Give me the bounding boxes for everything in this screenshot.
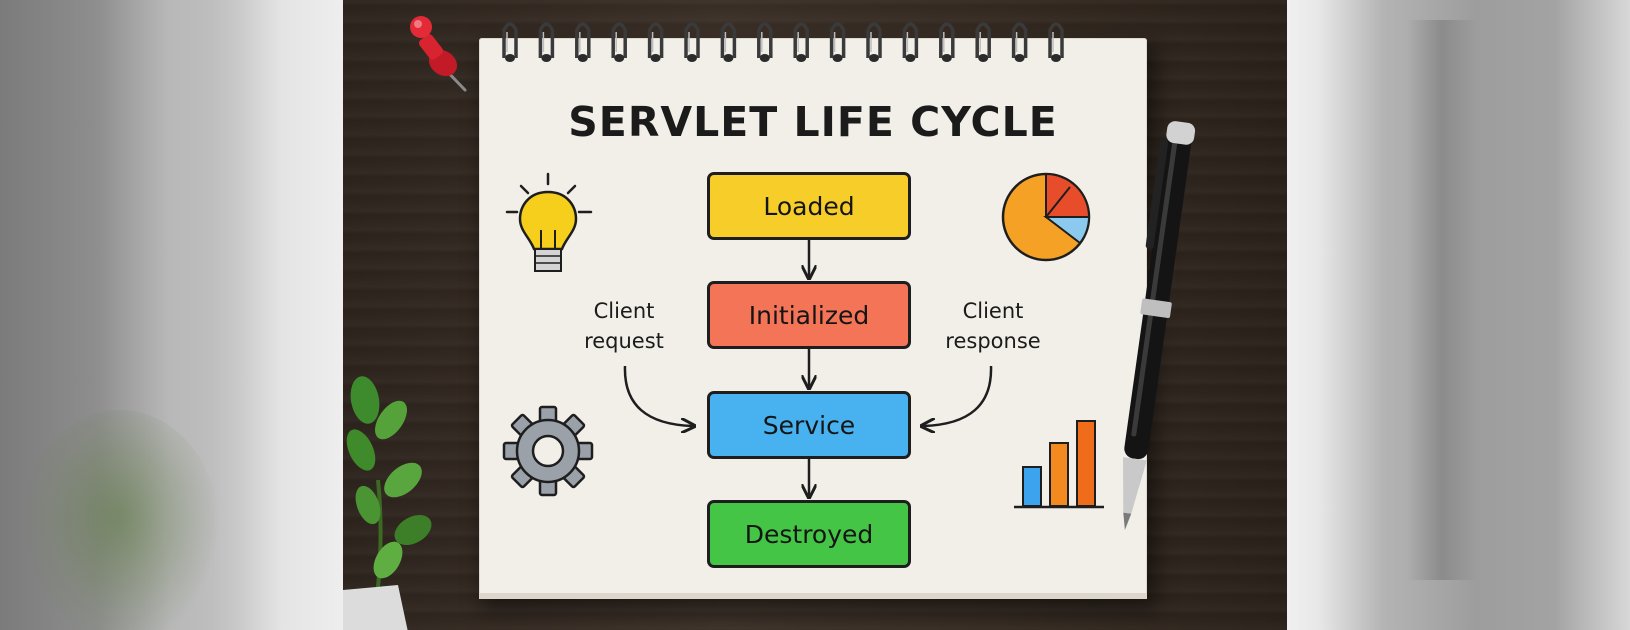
spiral-hole: [759, 54, 770, 62]
spiral-hole: [650, 54, 661, 62]
spiral-binding: [502, 22, 1064, 62]
arrow-client-request: [623, 365, 693, 426]
client-request-label: Client request: [559, 296, 689, 356]
spiral-hole: [1014, 54, 1025, 62]
spiral-hole: [832, 54, 843, 62]
blurred-pen: [1407, 20, 1477, 580]
client-response-label: Client response: [928, 296, 1058, 356]
spiral-ring: [684, 22, 700, 58]
blurred-plant: [20, 410, 220, 630]
stage-initialized: Initialized: [707, 281, 911, 349]
spiral-ring: [939, 22, 955, 58]
spiral-ring: [793, 22, 809, 58]
spiral-ring: [647, 22, 664, 58]
pen-icon: [1123, 121, 1196, 531]
spiral-hole: [614, 54, 625, 62]
spiral-ring: [1048, 22, 1064, 58]
spiral-hole: [978, 54, 989, 62]
push-pin-icon: [410, 16, 467, 92]
spiral-hole: [1051, 54, 1061, 62]
spiral-ring: [575, 22, 591, 58]
spiral-ring: [538, 22, 555, 58]
spiral-hole: [905, 54, 916, 62]
plant-icon: [343, 376, 432, 630]
spiral-ring: [902, 22, 919, 58]
client-request-line1: Client: [593, 299, 655, 323]
spiral-ring: [829, 22, 846, 58]
spiral-ring: [611, 22, 627, 58]
spiral-ring: [1011, 22, 1028, 58]
arrow-client-response: [923, 365, 993, 426]
spiral-hole: [577, 54, 588, 62]
spiral-ring: [502, 22, 518, 58]
spiral-hole: [541, 54, 552, 62]
spiral-ring: [720, 22, 737, 58]
gear-icon: [502, 405, 594, 497]
stage-loaded: Loaded: [707, 172, 911, 240]
pie-chart-icon: [1001, 172, 1091, 262]
left-blurred-panel: [0, 0, 343, 630]
bar-chart-icon: [1014, 420, 1104, 509]
notepad-edge: [479, 593, 1147, 599]
desk-background: SERVLET LIFE CYCLE Loaded Initialized Se…: [343, 0, 1287, 630]
flow-arrows: [623, 240, 993, 630]
diagram-title: SERVLET LIFE CYCLE: [568, 98, 1058, 146]
stage-service: Service: [707, 391, 911, 459]
spiral-hole: [796, 54, 807, 62]
right-blurred-panel: [1287, 0, 1630, 630]
spiral-ring: [757, 22, 773, 58]
spiral-hole: [687, 54, 697, 62]
spiral-hole: [869, 54, 879, 62]
client-request-line2: request: [584, 329, 664, 353]
client-response-line2: response: [945, 329, 1041, 353]
lightbulb-icon: [505, 172, 593, 272]
spiral-hole: [505, 54, 515, 62]
stage-destroyed: Destroyed: [707, 500, 911, 568]
spiral-ring: [866, 22, 882, 58]
spiral-hole: [723, 54, 734, 62]
spiral-hole: [941, 54, 952, 62]
client-response-line1: Client: [962, 299, 1024, 323]
spiral-ring: [975, 22, 991, 58]
